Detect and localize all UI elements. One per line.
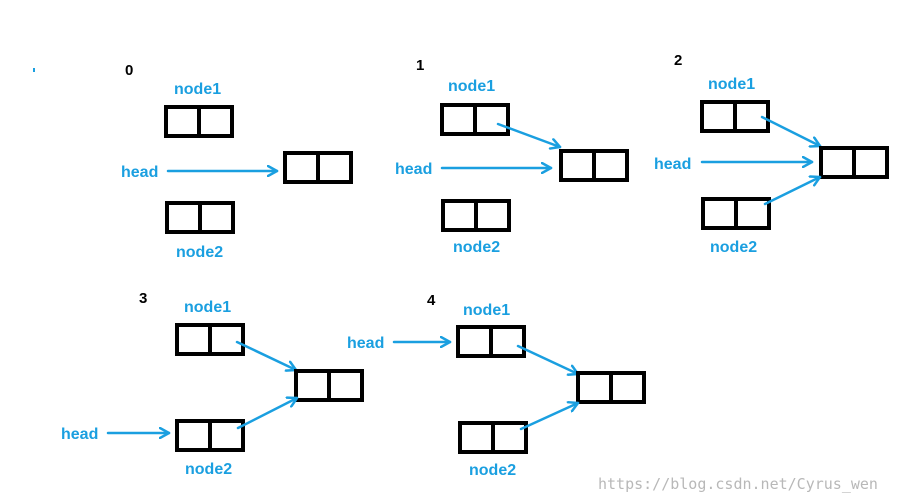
step-number: 1 <box>416 57 424 74</box>
node2-label: node2 <box>453 239 500 256</box>
step-4: 4 node1 head node2 <box>347 292 646 479</box>
head-label: head <box>61 426 98 443</box>
node1-box <box>175 323 245 356</box>
node1-box <box>456 325 526 358</box>
node2-box <box>175 419 245 452</box>
node1-to-new-arrow <box>516 344 580 374</box>
step-number: 0 <box>125 62 133 79</box>
node1-to-new-arrow <box>496 122 562 147</box>
node2-label: node2 <box>710 239 757 256</box>
node2-box <box>441 199 511 232</box>
node1-label: node1 <box>463 302 510 319</box>
node2-to-new-arrow <box>519 403 580 431</box>
node2-label: node2 <box>185 461 232 478</box>
step-number: 3 <box>139 290 147 307</box>
watermark: https://blog.csdn.net/Cyrus_wen <box>598 475 878 493</box>
node1-label: node1 <box>174 81 221 98</box>
new-node-box <box>294 369 364 402</box>
step-2: 2 node1 head node2 <box>654 52 889 256</box>
node1-to-new-arrow <box>235 340 298 370</box>
node2-to-new-arrow <box>236 398 299 430</box>
node1-box <box>700 100 770 133</box>
node1-box <box>440 103 510 136</box>
step-0: 0 node1 head node2 <box>121 62 353 261</box>
node1-box <box>164 105 234 138</box>
node2-to-new-arrow <box>763 177 822 206</box>
head-label: head <box>121 164 158 181</box>
step-number: 2 <box>674 52 682 69</box>
new-node-box <box>283 151 353 184</box>
step-1: 1 node1 head node2 <box>395 57 629 256</box>
node2-box <box>165 201 235 234</box>
new-node-box <box>819 146 889 179</box>
node2-label: node2 <box>469 462 516 479</box>
node2-label: node2 <box>176 244 223 261</box>
node2-box <box>458 421 528 454</box>
head-label: head <box>654 156 691 173</box>
node1-label: node1 <box>448 78 495 95</box>
node1-to-new-arrow <box>760 115 822 146</box>
step-number: 4 <box>427 292 436 309</box>
node1-label: node1 <box>184 299 231 316</box>
node2-box <box>701 197 771 230</box>
node1-label: node1 <box>708 76 755 93</box>
stray-mark <box>33 68 35 72</box>
step-3: 3 node1 head node2 <box>61 290 364 478</box>
head-label: head <box>395 161 432 178</box>
new-node-box <box>576 371 646 404</box>
new-node-box <box>559 149 629 182</box>
head-label: head <box>347 335 384 352</box>
